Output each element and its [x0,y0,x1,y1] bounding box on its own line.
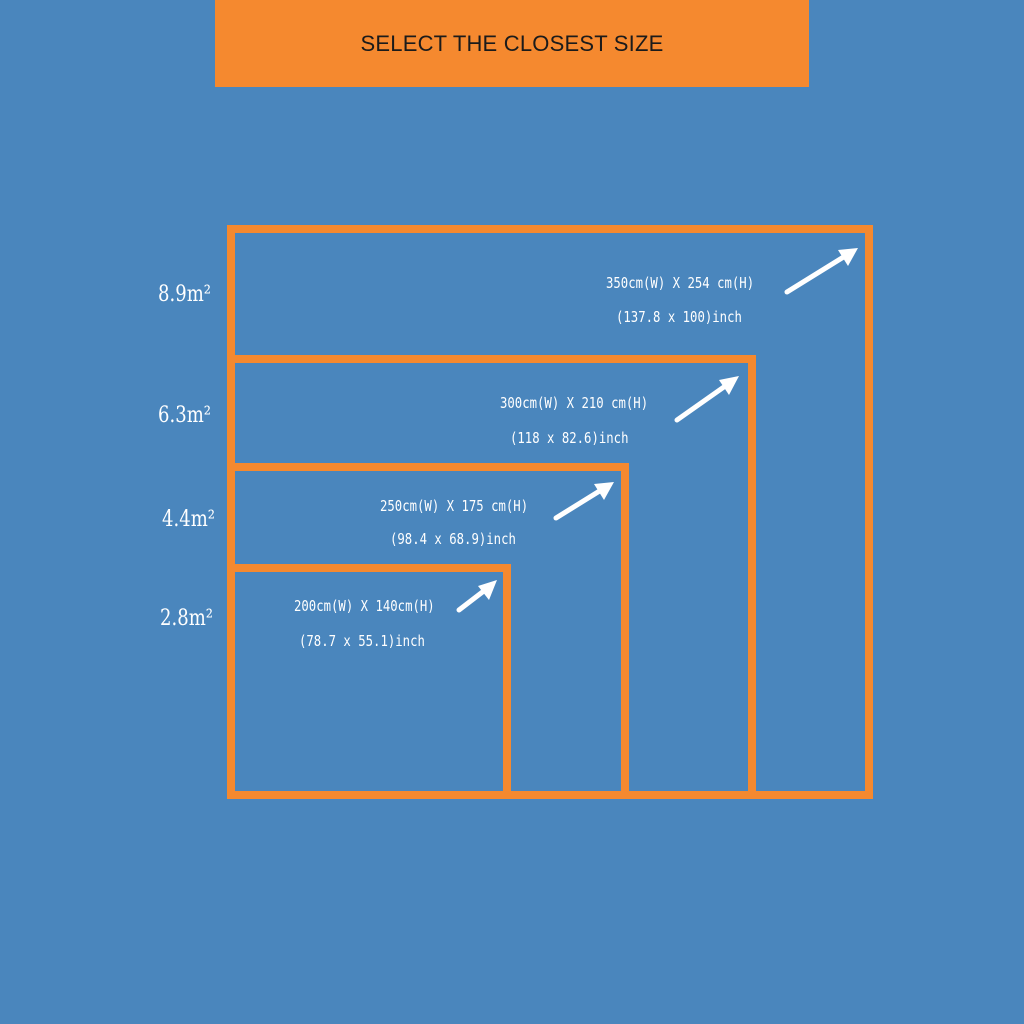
size-cm-4-4: 250cm(W) X 175 cm(H) [380,497,529,515]
size-outline-4-4 [227,463,629,799]
size-outline-8-9 [227,225,873,799]
size-inch-2-8: (78.7 x 55.1)inch [299,632,425,650]
arrow-icon [674,376,739,423]
arrow-icon [784,248,858,295]
size-cm-6-3: 300cm(W) X 210 cm(H) [500,394,649,412]
header-banner: SELECT THE CLOSEST SIZE [215,0,809,87]
arrow-icon [456,580,497,613]
size-cm-8-9: 350cm(W) X 254 cm(H) [606,274,755,292]
size-outline-2-8 [227,564,511,799]
area-label-4-4: 4.4m² [162,507,216,532]
size-inch-8-9: (137.8 x 100)inch [616,308,742,326]
size-inch-6-3: (118 x 82.6)inch [510,429,629,447]
size-cm-2-8: 200cm(W) X 140cm(H) [294,597,435,615]
banner-title: SELECT THE CLOSEST SIZE [360,30,664,56]
size-inch-4-4: (98.4 x 68.9)inch [390,530,516,548]
area-label-2-8: 2.8m² [160,606,214,631]
area-label-8-9: 8.9m² [158,282,212,307]
area-label-6-3: 6.3m² [158,403,212,428]
size-outline-6-3 [227,355,756,799]
arrow-icon [553,482,614,521]
